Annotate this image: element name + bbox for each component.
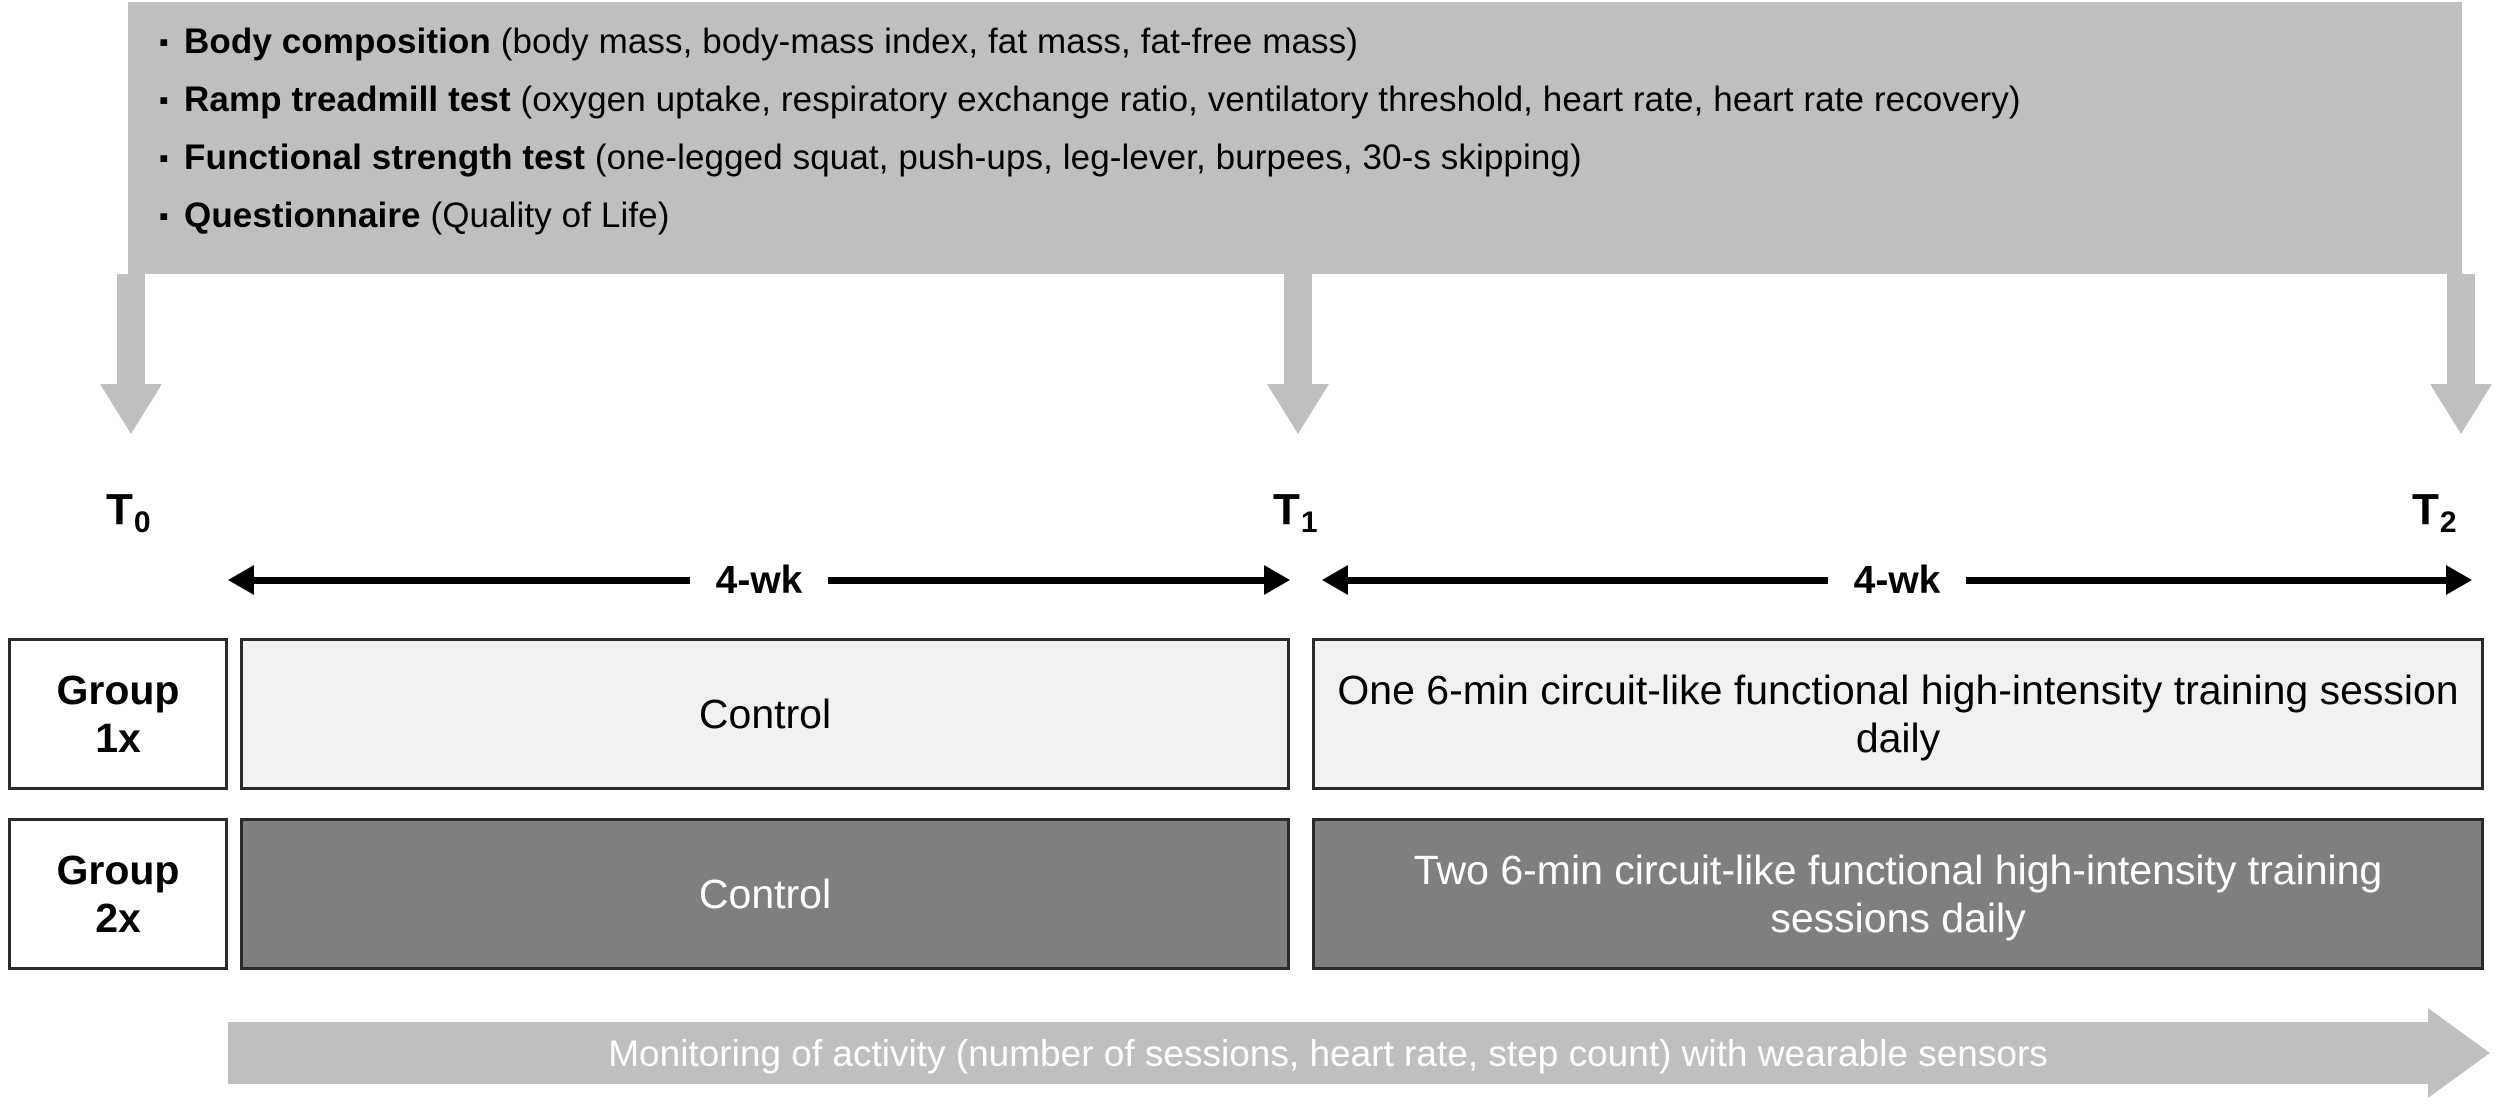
arrow-shaft [1284,274,1312,386]
group-label-1x: Group 1x [8,638,228,790]
bullet-square-icon: ▪ [159,85,169,115]
timepoint-arrow-t2 [2430,274,2492,434]
timepoint-label-t1: T1 [1273,485,1318,538]
monitoring-bar: Monitoring of activity (number of sessio… [228,1022,2428,1084]
timepoint-index: 0 [133,506,151,539]
group-label-line1: Group [56,846,180,893]
assessment-bullet: ▪ Questionnaire (Quality of Life) [154,188,2436,244]
monitoring-arrow: Monitoring of activity (number of sessio… [228,1008,2490,1098]
timepoint-letter: T [2412,485,2439,534]
group-label-text: Group 1x [57,666,180,763]
arrow-head-down-icon [2430,384,2492,434]
timepoint-arrow-t0 [100,274,162,434]
assessment-bullet-text: Functional strength test (one-legged squ… [184,130,2436,186]
bullet-square-icon: ▪ [159,201,169,231]
timepoint-label-t0: T0 [106,485,151,538]
bullet-square-icon: ▪ [159,27,169,57]
assessment-bullet-text: Body composition (body mass, body-mass i… [184,14,2436,70]
assessment-bullet-text: Ramp treadmill test (oxygen uptake, resp… [184,72,2436,128]
arrow-head-right-icon [2446,565,2473,595]
timepoint-index: 2 [2439,506,2457,539]
arrow-head-down-icon [100,384,162,434]
assessment-bullet-detail: (one-legged squat, push-ups, leg-lever, … [594,138,1582,177]
period-label: 4-wk [715,558,803,602]
period-label: 4-wk [1853,558,1941,602]
arrow-head-right-icon [2428,1008,2490,1098]
arrow-head-left-icon [1322,565,1348,595]
arrow-head-left-icon [228,565,254,595]
arrow-line [1966,576,2447,584]
assessment-bullet-title: Body composition [184,22,491,61]
timepoint-arrow-t1 [1267,274,1329,434]
group-label-2x: Group 2x [8,818,228,970]
period-arrow-2: 4-wk [1322,558,2473,602]
timepoint-label-t2: T2 [2412,485,2457,538]
arrow-shaft [2447,274,2475,386]
assessment-bullet-detail: (Quality of Life) [430,196,670,235]
group-2x-phase1-control: Control [240,818,1290,970]
assessment-banner: ▪ Body composition (body mass, body-mass… [128,2,2462,274]
assessment-bullet: ▪ Functional strength test (one-legged s… [154,130,2436,186]
group-2x-phase2-intervention: Two 6-min circuit-like functional high-i… [1312,818,2484,970]
arrow-head-right-icon [1264,565,1291,595]
arrow-line [1348,576,1828,584]
arrow-line [828,576,1265,584]
assessment-bullet-text: Questionnaire (Quality of Life) [184,188,2436,244]
assessment-bullet-detail: (oxygen uptake, respiratory exchange rat… [520,80,2021,119]
timepoint-letter: T [1273,485,1300,534]
assessment-bullet: ▪ Body composition (body mass, body-mass… [154,14,2436,70]
period-arrow-1: 4-wk [228,558,1291,602]
group-1x-phase1-control: Control [240,638,1290,790]
timepoint-index: 1 [1300,506,1318,539]
arrow-head-down-icon [1267,384,1329,434]
assessment-bullet-title: Functional strength test [184,138,586,177]
arrow-shaft [117,274,145,386]
assessment-bullet-title: Questionnaire [184,196,421,235]
group-1x-phase2-intervention: One 6-min circuit-like functional high-i… [1312,638,2484,790]
bullet-square-icon: ▪ [159,143,169,173]
monitoring-label: Monitoring of activity (number of sessio… [608,1032,2048,1074]
group-label-line2: 2x [95,895,141,941]
timepoint-letter: T [106,485,133,534]
group-label-line2: 1x [95,715,141,761]
assessment-bullet-detail: (body mass, body-mass index, fat mass, f… [500,22,1358,61]
group-label-text: Group 2x [57,846,180,943]
assessment-bullet: ▪ Ramp treadmill test (oxygen uptake, re… [154,72,2436,128]
assessment-bullet-title: Ramp treadmill test [184,80,511,119]
group-label-line1: Group [56,666,180,713]
arrow-line [254,576,690,584]
